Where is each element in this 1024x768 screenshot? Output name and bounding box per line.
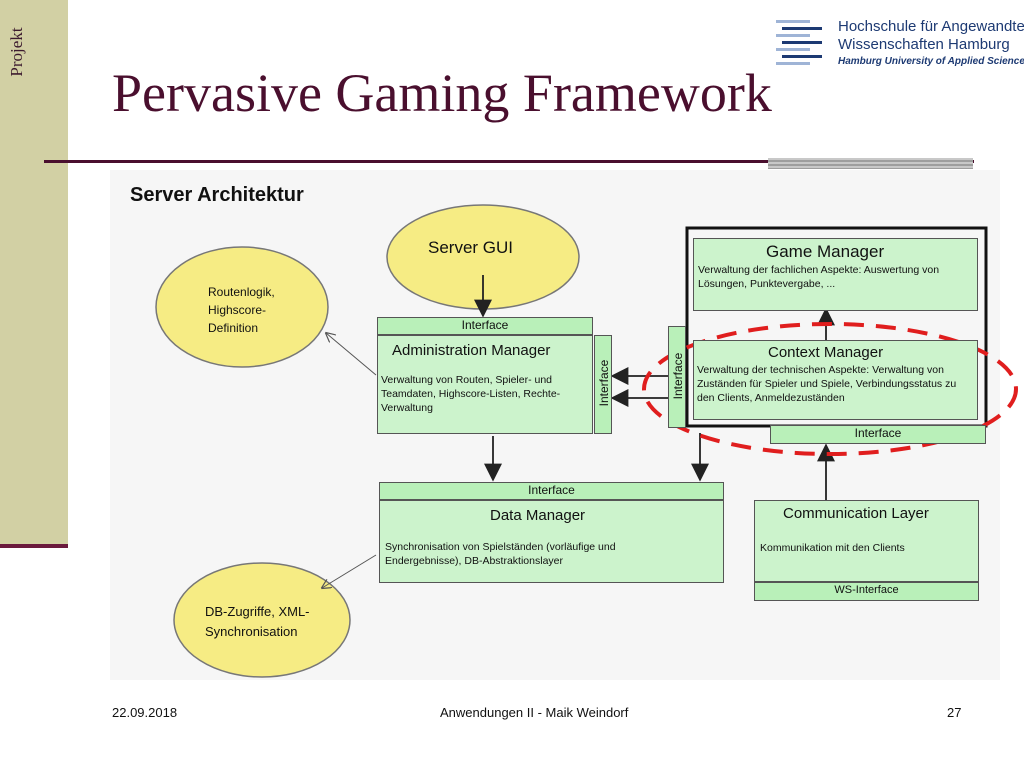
admin-title: Administration Manager [392, 342, 551, 359]
db-zugriffe-ellipse [173, 562, 351, 678]
game-manager-desc: Verwaltung der fachlichen Aspekte: Auswe… [698, 264, 940, 290]
slide-title: Pervasive Gaming Framework [112, 63, 772, 123]
sidebar-band [0, 0, 68, 548]
diagram-title: Server Architektur [130, 184, 304, 206]
context-side-interface: Interface [668, 326, 686, 428]
data-manager-title: Data Manager [490, 507, 586, 524]
game-manager-title: Game Manager [766, 242, 885, 261]
sidebar-underline [0, 544, 68, 548]
context-manager-box [693, 340, 978, 420]
page-number: 27 [947, 705, 962, 720]
ws-interface-bar: WS-Interface [754, 582, 979, 601]
communication-layer-desc: Kommunikation mit den Clients [760, 542, 905, 554]
context-highlight-ellipse [642, 322, 1018, 456]
communication-layer-title: Communication Layer [783, 505, 929, 522]
admin-side-interface: Interface [594, 335, 612, 434]
logo-line-3: Hamburg University of Applied Sciences [838, 56, 1024, 67]
data-interface-bar: Interface [379, 482, 724, 500]
data-manager-box [379, 500, 724, 583]
logo-line-2: Wissenschaften Hamburg [838, 36, 1010, 53]
admin-desc: Verwaltung von Routen, Spieler- und Team… [381, 374, 561, 414]
arrow-data-to-db [322, 554, 377, 588]
server-gui-label: Server GUI [428, 238, 514, 257]
routenlogik-ellipse [155, 246, 329, 368]
logo-line-1: Hochschule für Angewandte [838, 18, 1024, 35]
db-zugriffe-label: DB-Zugriffe, XML- Synchronisation [205, 604, 310, 639]
title-rule-accent [768, 158, 973, 169]
footer-date: 22.09.2018 [112, 705, 178, 720]
context-manager-title: Context Manager [768, 344, 884, 361]
game-manager-box [693, 238, 978, 311]
data-manager-desc: Synchronisation von Spielständen (vorläu… [385, 541, 616, 567]
communication-layer-box [754, 500, 979, 582]
context-manager-desc: Verwaltung der technischen Aspekte: Verw… [697, 364, 957, 404]
context-interface-bar: Interface [770, 425, 986, 444]
haw-logo-icon [776, 20, 822, 65]
arrow-admin-to-routen [326, 333, 377, 376]
footer-center: Anwendungen II - Maik Weindorf [440, 705, 629, 720]
admin-interface-bar: Interface [377, 317, 593, 335]
administration-manager-box [377, 335, 593, 434]
title-rule [44, 160, 974, 163]
routenlogik-label: Routenlogik, Highscore- Definition [208, 285, 275, 335]
